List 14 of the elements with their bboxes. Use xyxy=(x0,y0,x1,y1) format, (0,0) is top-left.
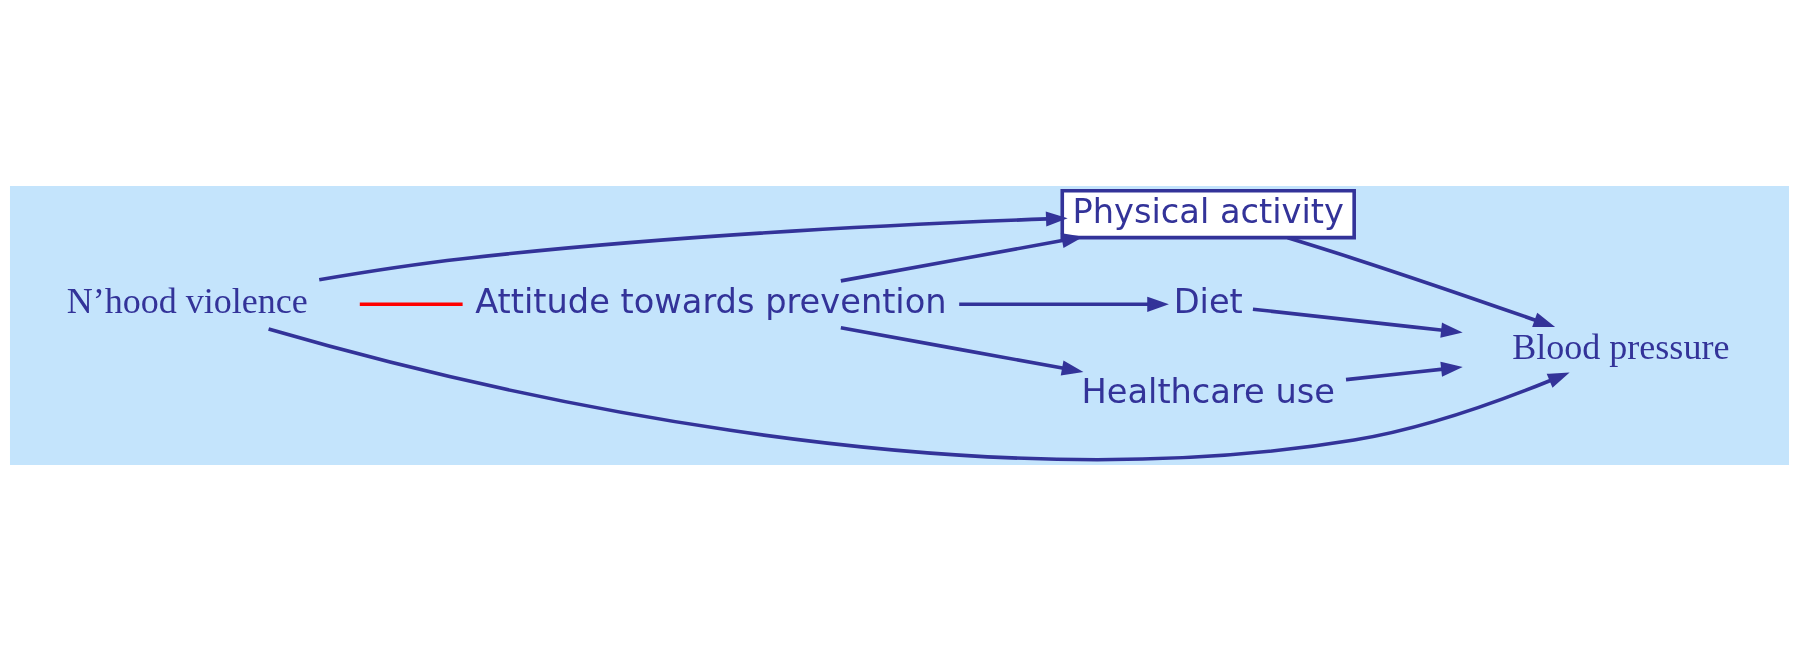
arrow xyxy=(318,211,1068,282)
arrow xyxy=(1252,307,1463,338)
arrow xyxy=(1345,361,1463,382)
connector xyxy=(359,302,463,307)
node-box: Physical activity xyxy=(1060,189,1356,240)
node-text: Attitude towards prevention xyxy=(475,281,947,321)
node-text: N’hood violence xyxy=(66,281,308,322)
node-text: Diet xyxy=(1173,281,1243,321)
arrow xyxy=(959,296,1169,312)
arrow xyxy=(840,326,1084,376)
arrow xyxy=(1287,236,1556,328)
node-text: Blood pressure xyxy=(1512,326,1730,367)
arrow xyxy=(268,327,1570,461)
node-text: Healthcare use xyxy=(1081,371,1335,411)
